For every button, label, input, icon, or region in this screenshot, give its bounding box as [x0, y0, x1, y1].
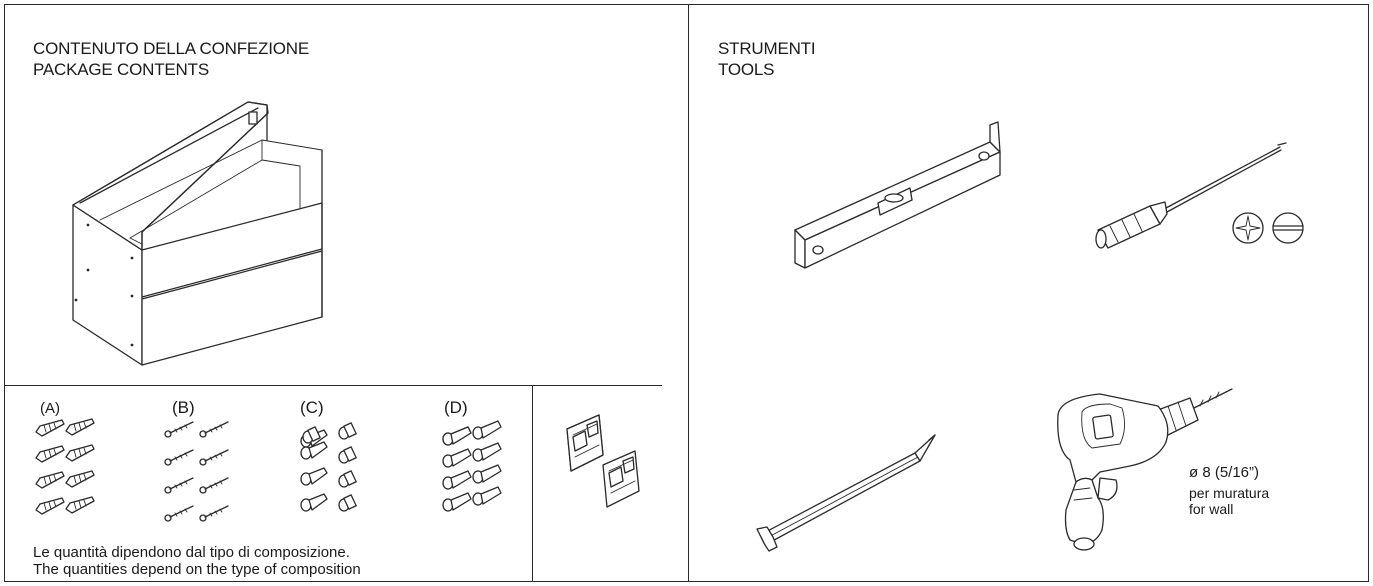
cabinet-illustration [72, 101, 323, 366]
screwdriver-icon [1095, 142, 1287, 249]
note-en: The quantities depend on the type of com… [33, 561, 361, 578]
flat-head-icon [1272, 212, 1304, 244]
anchors-icon [442, 420, 502, 512]
phillips-head-icon [1232, 212, 1264, 244]
bolts-icon [300, 422, 357, 512]
column-divider [688, 4, 689, 582]
screws-icon [164, 421, 229, 522]
hardware-divider [532, 385, 533, 582]
contents-divider [4, 385, 662, 386]
label-c: (C) [300, 398, 324, 417]
drill-icon [1057, 388, 1233, 551]
spirit-level-icon [794, 121, 1001, 269]
page-frame [4, 4, 1369, 582]
quantity-note: Le quantità dipendono dal tipo di compos… [33, 544, 361, 578]
drill-use-it: per muratura [1189, 485, 1270, 501]
package-contents-heading: CONTENUTO DELLA CONFEZIONE PACKAGE CONTE… [33, 38, 309, 80]
drill-use-en: for wall [1189, 501, 1234, 517]
tools-title-en: TOOLS [718, 60, 775, 79]
tools-heading: STRUMENTI TOOLS [718, 38, 816, 80]
hanging-brackets-icon [566, 414, 640, 508]
tools-title-it: STRUMENTI [718, 39, 816, 58]
package-title-en: PACKAGE CONTENTS [33, 60, 209, 79]
label-a: (A) [40, 400, 60, 417]
wall-plugs-icon [35, 418, 95, 515]
package-title-it: CONTENUTO DELLA CONFEZIONE [33, 39, 309, 58]
drill-specification: ø 8 (5/16”) per muratura for wall [1189, 464, 1270, 518]
pencil-icon [756, 434, 936, 552]
drill-bit-size: ø 8 (5/16”) [1189, 464, 1260, 481]
note-it: Le quantità dipendono dal tipo di compos… [33, 544, 350, 561]
label-b: (B) [172, 398, 195, 417]
label-d: (D) [444, 398, 468, 417]
